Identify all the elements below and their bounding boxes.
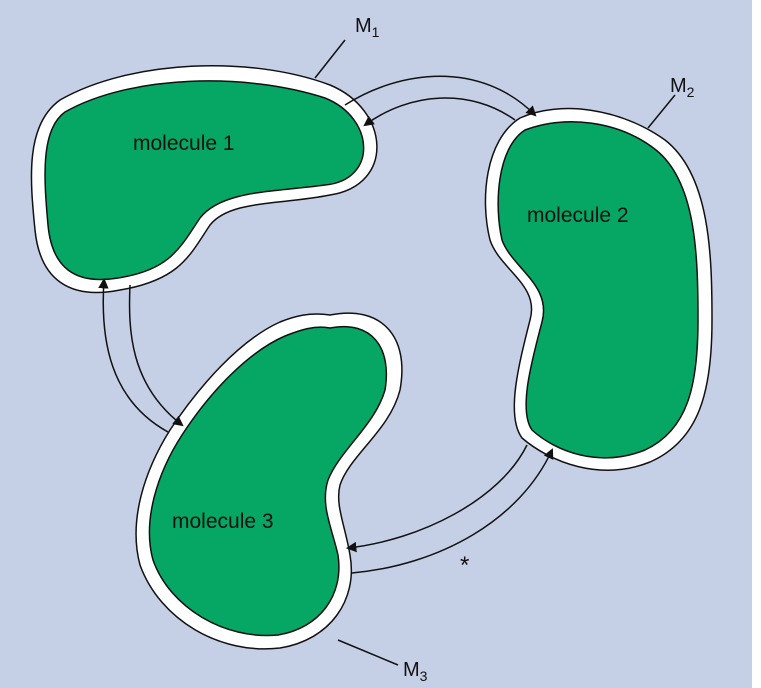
molecule-1 bbox=[30, 64, 378, 294]
m2-leader-line bbox=[647, 94, 676, 129]
m3-subscript: 3 bbox=[420, 668, 428, 684]
molecule-1-body bbox=[44, 80, 365, 281]
m3-letter: M bbox=[403, 659, 420, 681]
m2-letter: M bbox=[670, 75, 687, 97]
molecule-2 bbox=[484, 107, 713, 471]
m1-leader-line bbox=[314, 39, 346, 79]
m1-label: M1 bbox=[355, 15, 380, 40]
molecule-3-body bbox=[148, 325, 387, 637]
m1-letter: M bbox=[355, 15, 372, 37]
molecule-1-label: molecule 1 bbox=[133, 132, 235, 155]
interaction-2-3 bbox=[345, 444, 554, 574]
molecule-2-body bbox=[497, 121, 699, 459]
interaction-1-2 bbox=[344, 75, 537, 127]
interaction-1-3 bbox=[98, 277, 184, 433]
m3-leader-line bbox=[337, 639, 399, 666]
molecule-2-label: molecule 2 bbox=[527, 204, 629, 227]
molecule-3-label: molecule 3 bbox=[172, 510, 274, 533]
right-margin bbox=[752, 0, 761, 688]
molecule-3 bbox=[135, 312, 403, 650]
m2-label: M2 bbox=[670, 75, 695, 100]
m3-label: M3 bbox=[403, 659, 428, 684]
m2-subscript: 2 bbox=[687, 84, 695, 100]
m1-subscript: 1 bbox=[372, 24, 380, 40]
asterisk-annotation: * bbox=[460, 552, 469, 579]
